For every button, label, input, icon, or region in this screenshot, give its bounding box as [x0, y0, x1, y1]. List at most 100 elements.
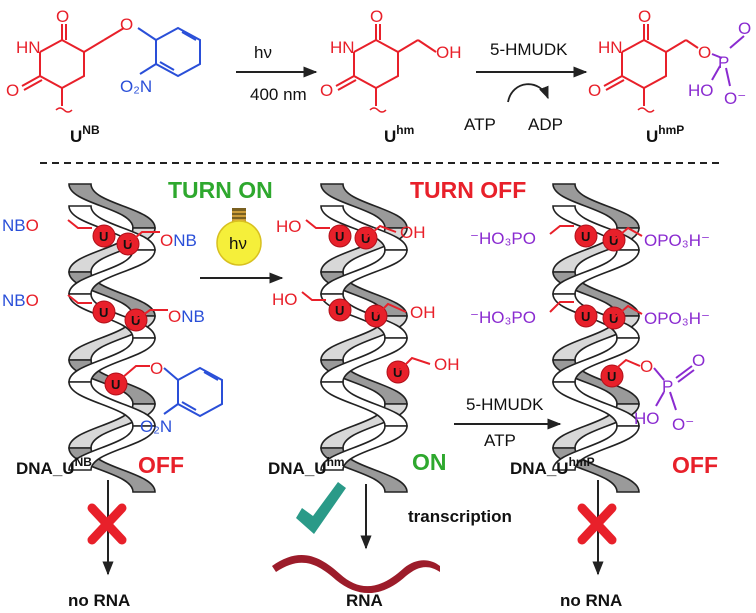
oh-label: OH	[434, 355, 460, 374]
uracil-letter: U	[123, 237, 132, 252]
helix-1-substituents: NBO ONB NBO ONB O O₂N	[2, 216, 223, 436]
phosphate-label: OPO₃H⁻	[644, 309, 710, 328]
uracil-letter: U	[361, 231, 370, 246]
o2n-label: O₂N	[140, 417, 172, 436]
uracil-marker	[574, 304, 598, 328]
ho-label: HO	[634, 409, 660, 428]
bulb-hv-label: hν	[229, 234, 247, 253]
uracil-letter: U	[371, 309, 380, 324]
reaction-arrow-hv: hν 400 nm	[236, 43, 318, 104]
compound-label: UNB	[70, 123, 100, 146]
uracil-marker	[104, 372, 128, 396]
nh-label: HN	[598, 38, 623, 57]
state-off: OFF	[672, 452, 718, 478]
o-label: O	[588, 81, 601, 100]
uracil-letter: U	[335, 303, 344, 318]
no-rna-label: no RNA	[560, 591, 622, 610]
enzyme-label: 5-HMUDK	[466, 395, 544, 414]
uracil-letter: U	[335, 229, 344, 244]
phosphate-label: OPO₃H⁻	[644, 231, 710, 250]
o-label: O	[320, 81, 333, 100]
adp-label: ADP	[528, 115, 563, 134]
dna-helix-hmp: U U U U U	[552, 183, 640, 493]
uracil-letter: U	[581, 229, 590, 244]
ho-label: HO	[276, 217, 302, 236]
atp-label: ATP	[464, 115, 496, 134]
atp-label: ATP	[484, 431, 516, 450]
helix-2-substituents: HO OH HO OH OH	[272, 217, 460, 374]
o-label: O	[56, 7, 69, 26]
cross-icon	[577, 503, 617, 545]
uracil-marker	[92, 300, 116, 324]
rna-ribbon-icon	[272, 554, 440, 594]
dna-strand	[320, 425, 408, 471]
state-on: ON	[412, 449, 447, 475]
light-bulb-icon: hν	[216, 208, 262, 266]
uracil-marker	[328, 298, 352, 322]
dna-label-hm: DNA_Uhm	[268, 455, 345, 478]
uracil-marker	[328, 224, 352, 248]
reaction-arrow-kinase-dna: 5-HMUDK ATP	[454, 395, 562, 450]
p-label: P	[662, 377, 673, 396]
compound-u-hmp: HN O O O P O HO O⁻ UhmP	[588, 7, 751, 146]
turn-off-title: TURN OFF	[410, 177, 526, 203]
hv-label: hν	[254, 43, 272, 62]
dna-helix-hm: U U U U U	[320, 183, 410, 493]
state-off: OFF	[138, 452, 184, 478]
uracil-letter: U	[581, 309, 590, 324]
o-minus-label: O⁻	[672, 415, 694, 434]
no-rna-label: no RNA	[68, 591, 130, 610]
dna-label-hmp: DNA_UhmP	[510, 455, 595, 478]
o-label: O	[692, 351, 705, 370]
ether-o-label: O	[150, 359, 163, 378]
o-label: O	[6, 81, 19, 100]
uracil-marker	[574, 224, 598, 248]
uracil-letter: U	[99, 229, 108, 244]
uracil-letter: U	[609, 311, 618, 326]
uracil-letter: U	[131, 313, 140, 328]
no2-label: O₂N	[120, 77, 152, 96]
nb-label: ONB	[168, 307, 205, 326]
uracil-marker	[92, 224, 116, 248]
uracil-letter: U	[607, 369, 616, 384]
cross-icon	[87, 503, 127, 545]
o-minus-label: O⁻	[724, 89, 746, 108]
phosphate-label: ⁻HO₃PO	[470, 308, 536, 327]
nb-label: NBO	[2, 216, 39, 235]
reaction-arrow-kinase: 5-HMUDK ATP ADP	[464, 40, 588, 134]
uracil-letter: U	[99, 305, 108, 320]
wavelength-label: 400 nm	[250, 85, 307, 104]
compound-u-nb: HN O O O O₂N UNB	[6, 7, 201, 146]
ether-o-label: O	[120, 15, 133, 34]
phosphate-label: ⁻HO₃PO	[470, 229, 536, 248]
o-label: O	[738, 19, 751, 38]
oh-label: OH	[436, 43, 462, 62]
turn-on-title: TURN ON	[168, 177, 273, 203]
enzyme-label: 5-HMUDK	[490, 40, 568, 59]
oh-label: OH	[400, 223, 426, 242]
transcription-label: transcription	[408, 507, 512, 526]
compound-label: UhmP	[646, 123, 684, 146]
o-label: O	[370, 7, 383, 26]
helix-3-substituents: ⁻HO₃PO OPO₃H⁻ ⁻HO₃PO OPO₃H⁻ O P O HO O⁻	[470, 225, 710, 434]
compound-label: Uhm	[384, 123, 414, 146]
ho-label: HO	[688, 81, 714, 100]
oh-label: OH	[410, 303, 436, 322]
dna-label-nb: DNA_UNB	[16, 455, 92, 478]
rna-label: RNA	[346, 591, 383, 610]
compound-u-hm: HN O O OH Uhm	[320, 7, 462, 146]
uracil-letter: U	[393, 365, 402, 380]
dna-strand	[68, 425, 156, 471]
nh-label: HN	[16, 38, 41, 57]
checkmark-icon	[296, 482, 346, 534]
uracil-letter: U	[111, 377, 120, 392]
ester-o-label: O	[640, 357, 653, 376]
ho-label: HO	[272, 290, 298, 309]
p-label: P	[718, 53, 729, 72]
o-label: O	[638, 7, 651, 26]
uracil-letter: U	[609, 233, 618, 248]
nb-label: ONB	[160, 231, 197, 250]
nh-label: HN	[330, 38, 355, 57]
